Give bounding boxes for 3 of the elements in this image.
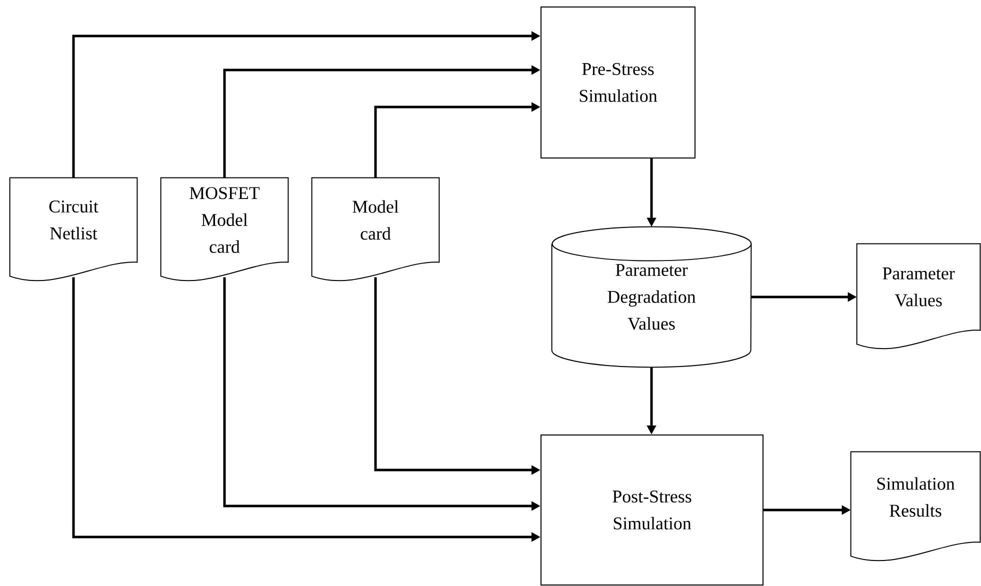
process-box: Pre-Stress Simulation bbox=[540, 6, 696, 158]
database-cylinder: Parameter Degradation Values bbox=[551, 226, 752, 368]
process-box: Post-Stress Simulation bbox=[540, 434, 764, 586]
